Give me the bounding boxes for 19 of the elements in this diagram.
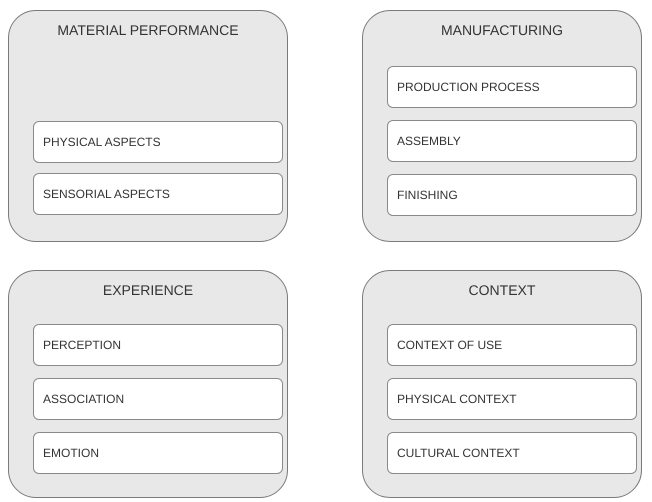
panel-title: EXPERIENCE [102,281,194,299]
aspect-box: CONTEXT OF USE [387,324,637,366]
panel-title: MATERIAL PERFORMANCE [56,21,240,39]
panel-title: CONTEXT [468,281,536,299]
aspect-box: ASSOCIATION [33,378,283,420]
category-panel [362,270,642,498]
aspect-box: CULTURAL CONTEXT [387,432,637,474]
panel-title: MANUFACTURING [440,21,564,39]
category-panel [362,10,642,242]
aspect-box: FINISHING [387,174,637,216]
category-panel [8,270,288,498]
category-panel [8,10,288,242]
aspect-box: EMOTION [33,432,283,474]
aspect-box: PHYSICAL CONTEXT [387,378,637,420]
aspect-box: PERCEPTION [33,324,283,366]
aspect-box: PHYSICAL ASPECTS [33,121,283,163]
aspect-box: PRODUCTION PROCESS [387,66,637,108]
aspect-box: ASSEMBLY [387,120,637,162]
aspect-box: SENSORIAL ASPECTS [33,173,283,215]
